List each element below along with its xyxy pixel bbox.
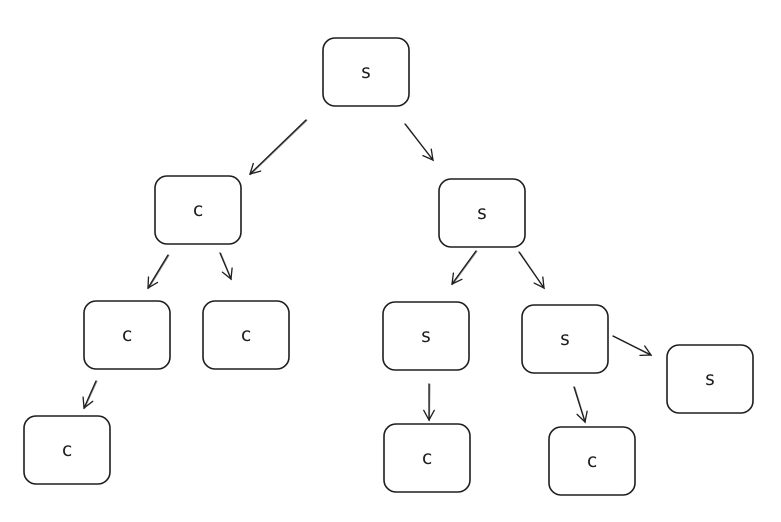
edge-line-sketch [83, 380, 98, 410]
node-label: s [420, 325, 431, 347]
node-box [83, 300, 171, 370]
node-box [438, 178, 526, 248]
edge-line-sketch [220, 252, 233, 281]
arrowhead-icon [82, 396, 94, 410]
arrowhead-icon [576, 410, 588, 424]
node-box [202, 300, 290, 370]
node-label: c [586, 450, 597, 472]
node-label: c [421, 447, 432, 469]
edge-n7-to-n11 [612, 335, 653, 357]
node-box [382, 301, 470, 371]
edge-n2-to-n4 [147, 254, 170, 290]
arrowhead-icon [533, 276, 545, 290]
edge-line-sketch [519, 251, 546, 290]
node-n11: s [666, 344, 754, 414]
edge-line-sketch [405, 123, 435, 162]
node-n9: c [383, 423, 471, 493]
arrowhead-icon [221, 267, 233, 281]
edge-line-sketch [574, 386, 587, 424]
edge-line-sketch [613, 335, 653, 357]
edges-layer [82, 119, 653, 424]
node-n4: c [83, 300, 171, 370]
node-n2: c [154, 175, 242, 245]
node-box [322, 37, 410, 107]
arrowhead-icon [451, 272, 463, 286]
node-n7: s [521, 304, 609, 374]
arrowhead-icon [423, 409, 435, 422]
edge-line-sketch [249, 119, 308, 176]
node-box [23, 415, 111, 485]
node-box [666, 344, 754, 414]
node-label: c [61, 439, 72, 461]
edge-line [249, 119, 307, 175]
node-box [154, 175, 242, 245]
edge-n1-to-n3 [404, 123, 435, 162]
arrowhead-icon [639, 345, 653, 357]
node-n3: s [438, 178, 526, 248]
arrowhead-icon [249, 162, 262, 175]
node-label: s [476, 202, 487, 224]
node-label: c [240, 324, 251, 346]
node-n1: s [322, 37, 410, 107]
edge-line-sketch [147, 254, 170, 290]
node-box [521, 304, 609, 374]
node-label: s [360, 61, 371, 83]
edge-n7-to-n10 [573, 386, 588, 424]
edge-n3-to-n7 [518, 251, 546, 290]
node-label: c [192, 199, 203, 221]
edge-line [83, 380, 97, 409]
node-n6: s [382, 301, 470, 371]
edge-line [451, 250, 477, 285]
edge-n3-to-n6 [451, 250, 478, 286]
node-n8: c [23, 415, 111, 485]
edge-n2-to-n5 [219, 252, 233, 281]
edge-line [147, 254, 169, 289]
node-box [383, 423, 471, 493]
edge-n1-to-n2 [249, 119, 308, 176]
node-n5: c [202, 300, 290, 370]
node-box [548, 426, 636, 496]
arrowhead-icon [147, 276, 159, 290]
node-label: s [559, 328, 570, 350]
nodes-layer: s c s c c s s c c c s [23, 37, 754, 496]
node-n10: c [548, 426, 636, 496]
node-label: s [704, 368, 715, 390]
edge-n6-to-n9 [423, 383, 435, 422]
edge-n4-to-n8 [82, 380, 98, 410]
arrowhead-icon [422, 148, 434, 162]
node-label: c [121, 324, 132, 346]
edge-line-sketch [451, 250, 478, 286]
